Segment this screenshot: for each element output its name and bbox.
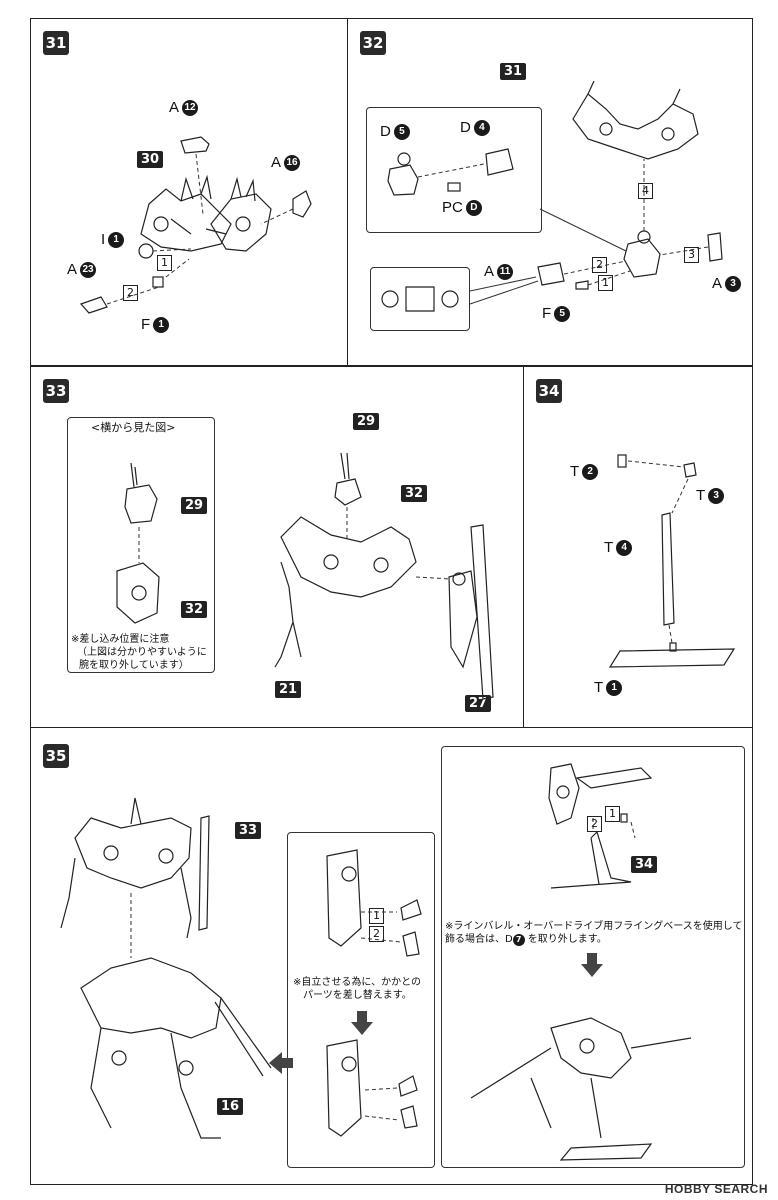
order-box: 2 (369, 926, 384, 942)
order-box: 2 (587, 816, 602, 832)
part-ref-34: 34 (631, 856, 658, 873)
step-number: 34 (536, 379, 562, 403)
part-ref-31: 31 (500, 63, 527, 80)
arrow-down (351, 1011, 373, 1035)
torso-base-illustration (381, 80, 723, 312)
heel-swap-note: ※自立させる為に、かかとの パーツを差し替えます。 (293, 977, 421, 1001)
detail-inset-joint (370, 267, 470, 331)
side-view-inset (67, 417, 215, 673)
step-number: 35 (43, 744, 69, 768)
arrow-down (581, 953, 603, 977)
step-number: 32 (360, 31, 386, 55)
order-box: 2 (123, 285, 138, 301)
order-box: 1 (605, 806, 620, 822)
torso-illustration (79, 136, 312, 314)
step-33-panel: 33 <横から見た図> 29 32 ※差し込み位置に注意 （上図は分かりやすいよ… (30, 366, 524, 728)
part-ref-21: 21 (275, 681, 302, 698)
order-box: 4 (638, 183, 653, 199)
stand-illustration (608, 454, 736, 668)
full-body-illustration (60, 763, 692, 1161)
order-box: 3 (684, 247, 699, 263)
watermark: HOBBY SEARCH (664, 1182, 768, 1196)
order-box: 1 (598, 275, 613, 291)
part-ref-16: 16 (217, 1098, 244, 1115)
part-ref-29: 29 (353, 413, 380, 430)
upper-body-illustration (116, 452, 494, 700)
step-number: 33 (43, 379, 69, 403)
part-ref-32: 32 (401, 485, 428, 502)
step-35-panel: 35 33 16 1 2 ※自立させる為に、かかとの パーツを差し替えます。 1… (30, 727, 753, 1185)
flying-base-note: ※ラインバレル・オーバードライブ用フライングベースを使用して 飾る場合は、 D … (445, 921, 743, 946)
side-view-title: <横から見た図> (91, 421, 176, 434)
part-ref-33: 33 (235, 822, 262, 839)
order-box: 1 (369, 908, 384, 924)
step-number: 31 (43, 31, 69, 55)
arrow-left (269, 1052, 293, 1074)
order-box: 1 (157, 255, 172, 271)
part-ref-32: 32 (181, 601, 208, 618)
insert-position-note: ※差し込み位置に注意 （上図は分かりやすいように 腕を取り外しています） (71, 634, 207, 671)
part-ref-29: 29 (181, 497, 208, 514)
part-ref-30: 30 (137, 151, 164, 168)
